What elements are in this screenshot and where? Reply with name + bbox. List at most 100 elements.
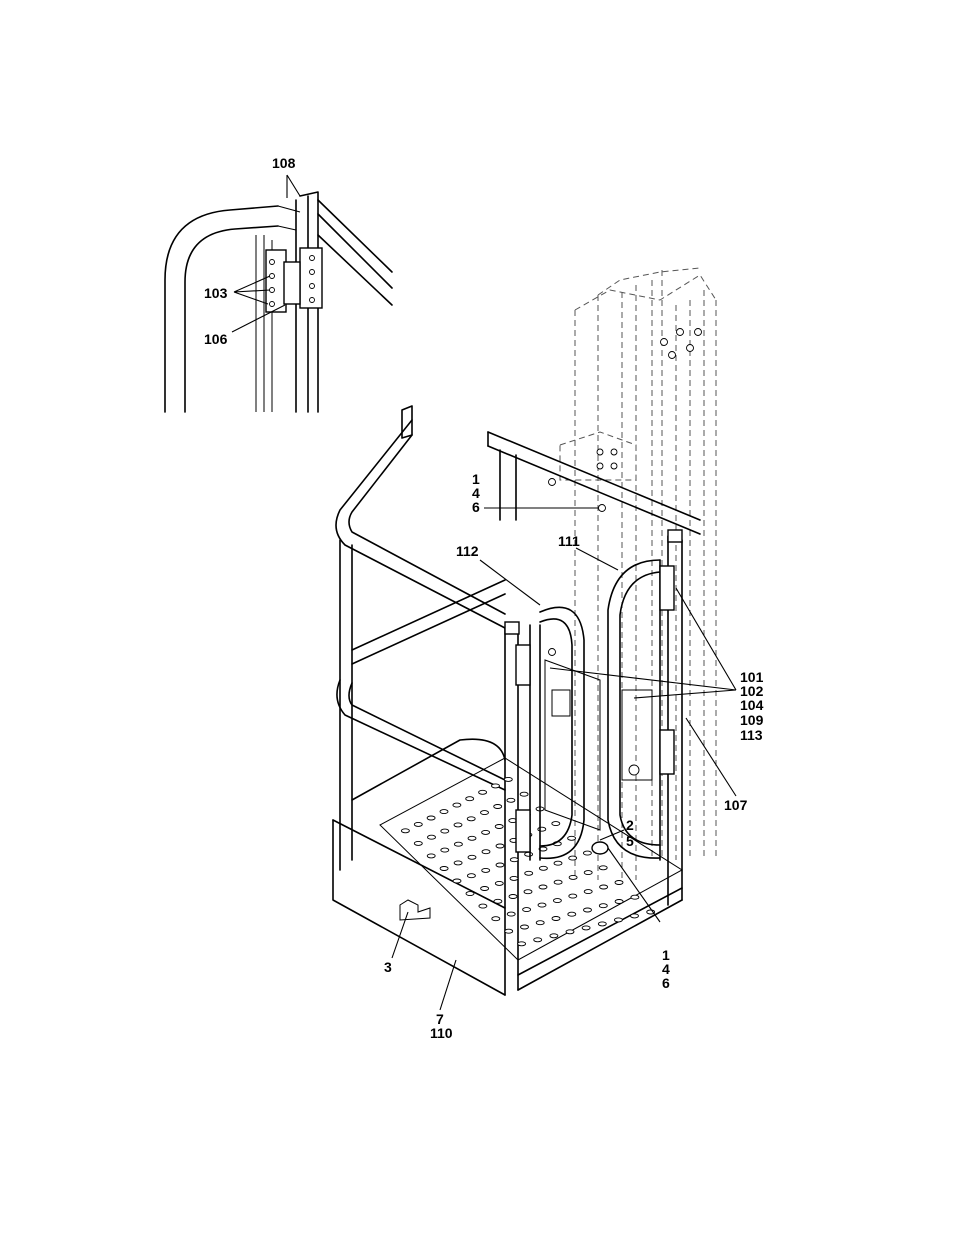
grating-hole — [630, 913, 639, 919]
callout-1-top: 1 — [472, 471, 480, 487]
callout-4-top: 4 — [472, 485, 480, 501]
grating-hole — [552, 898, 562, 904]
footswitch — [591, 841, 609, 855]
grating-hole — [440, 828, 450, 834]
grating-hole — [568, 893, 578, 899]
swing-gate-left — [515, 606, 585, 861]
grating-hole — [551, 821, 561, 827]
grating-hole — [519, 791, 529, 797]
grating-hole — [581, 925, 591, 931]
grating-hole — [537, 826, 547, 832]
grating-hole — [583, 889, 593, 895]
grating-hole — [597, 921, 607, 927]
grating-hole — [453, 841, 463, 847]
grating-hole — [509, 857, 519, 863]
callout-102: 102 — [740, 683, 764, 699]
grating-hole — [491, 783, 500, 789]
grating-hole — [524, 870, 534, 876]
grating-hole — [494, 824, 504, 829]
grating-hole — [508, 894, 518, 899]
grating-hole — [480, 886, 490, 891]
grating-hole — [614, 880, 624, 885]
grating-hole — [465, 796, 475, 802]
grating-hole — [466, 816, 476, 822]
callout-106: 106 — [204, 331, 228, 347]
callout-5: 5 — [626, 833, 634, 849]
grating-hole — [427, 834, 436, 840]
grating-hole — [614, 899, 624, 904]
grating-hole — [535, 920, 545, 926]
grating-hole — [537, 902, 547, 908]
grating-hole — [599, 884, 609, 890]
grating-hole — [538, 846, 548, 852]
grating-hole — [481, 829, 491, 835]
grating-hole — [538, 865, 548, 871]
grating-hole — [520, 924, 529, 930]
grating-hole — [439, 866, 449, 871]
grating-hole — [582, 850, 592, 856]
grating-hole — [467, 854, 477, 860]
callout-112: 112 — [456, 543, 479, 559]
grating-hole — [567, 911, 577, 917]
grating-hole — [440, 847, 450, 853]
grating-hole — [630, 894, 640, 900]
callout-103: 103 — [204, 285, 228, 301]
grating-hole — [480, 810, 489, 816]
grating-hole — [598, 903, 608, 909]
hinge-detail-view — [164, 191, 393, 413]
callout-6-bottom: 6 — [662, 975, 670, 991]
grating-hole — [467, 835, 477, 841]
grating-hole — [503, 776, 513, 782]
grating-hole — [522, 907, 532, 913]
grating-hole — [524, 851, 534, 857]
grating-hole — [453, 860, 463, 866]
grating-hole — [491, 916, 501, 922]
grating-hole — [465, 891, 475, 897]
grating-hole — [523, 889, 533, 895]
control-box — [544, 659, 601, 831]
grating-hole — [568, 855, 578, 861]
callout-110: 110 — [430, 1025, 453, 1041]
grating-hole — [506, 797, 516, 803]
grating-hole — [538, 884, 548, 890]
callout-1-bottom: 1 — [662, 947, 670, 963]
grating-hole — [549, 933, 559, 939]
grating-hole — [583, 870, 593, 876]
grating-hole — [551, 916, 561, 921]
platform-frame — [332, 529, 683, 996]
grating-hole — [553, 879, 563, 885]
mast-assembly — [559, 267, 717, 880]
grating-hole — [453, 822, 463, 828]
grating-hole — [466, 873, 476, 879]
callout-108: 108 — [272, 155, 296, 171]
grating-hole — [583, 907, 592, 913]
grating-hole — [567, 835, 577, 841]
callout-2: 2 — [626, 817, 634, 833]
grating-hole — [553, 860, 563, 866]
callout-111: 111 — [558, 533, 580, 549]
swing-gate-right — [607, 559, 675, 861]
callout-labels: 108 103 106 1 4 6 111 112 101 102 104 10… — [204, 155, 764, 1041]
floor-grating — [379, 757, 683, 961]
callout-109: 109 — [740, 712, 764, 728]
grating-hole — [400, 828, 410, 834]
grating-hole — [494, 880, 504, 886]
grating-hole — [493, 804, 503, 809]
grating-hole — [509, 875, 519, 881]
grating-hole — [426, 853, 436, 859]
grating-hole — [452, 878, 462, 884]
callout-101: 101 — [740, 669, 764, 685]
grating-hole — [506, 911, 516, 917]
callout-104: 104 — [740, 697, 764, 713]
grating-hole — [478, 903, 488, 909]
grating-hole — [533, 937, 543, 943]
grating-hole — [517, 941, 527, 947]
grating-hole — [413, 821, 423, 827]
leader-lines — [231, 174, 737, 1011]
grating-hole — [481, 849, 491, 855]
grating-hole — [452, 802, 462, 808]
callout-6-top: 6 — [472, 499, 480, 515]
grating-hole — [565, 929, 575, 935]
grating-hole — [493, 898, 503, 904]
document-holder — [399, 899, 431, 921]
